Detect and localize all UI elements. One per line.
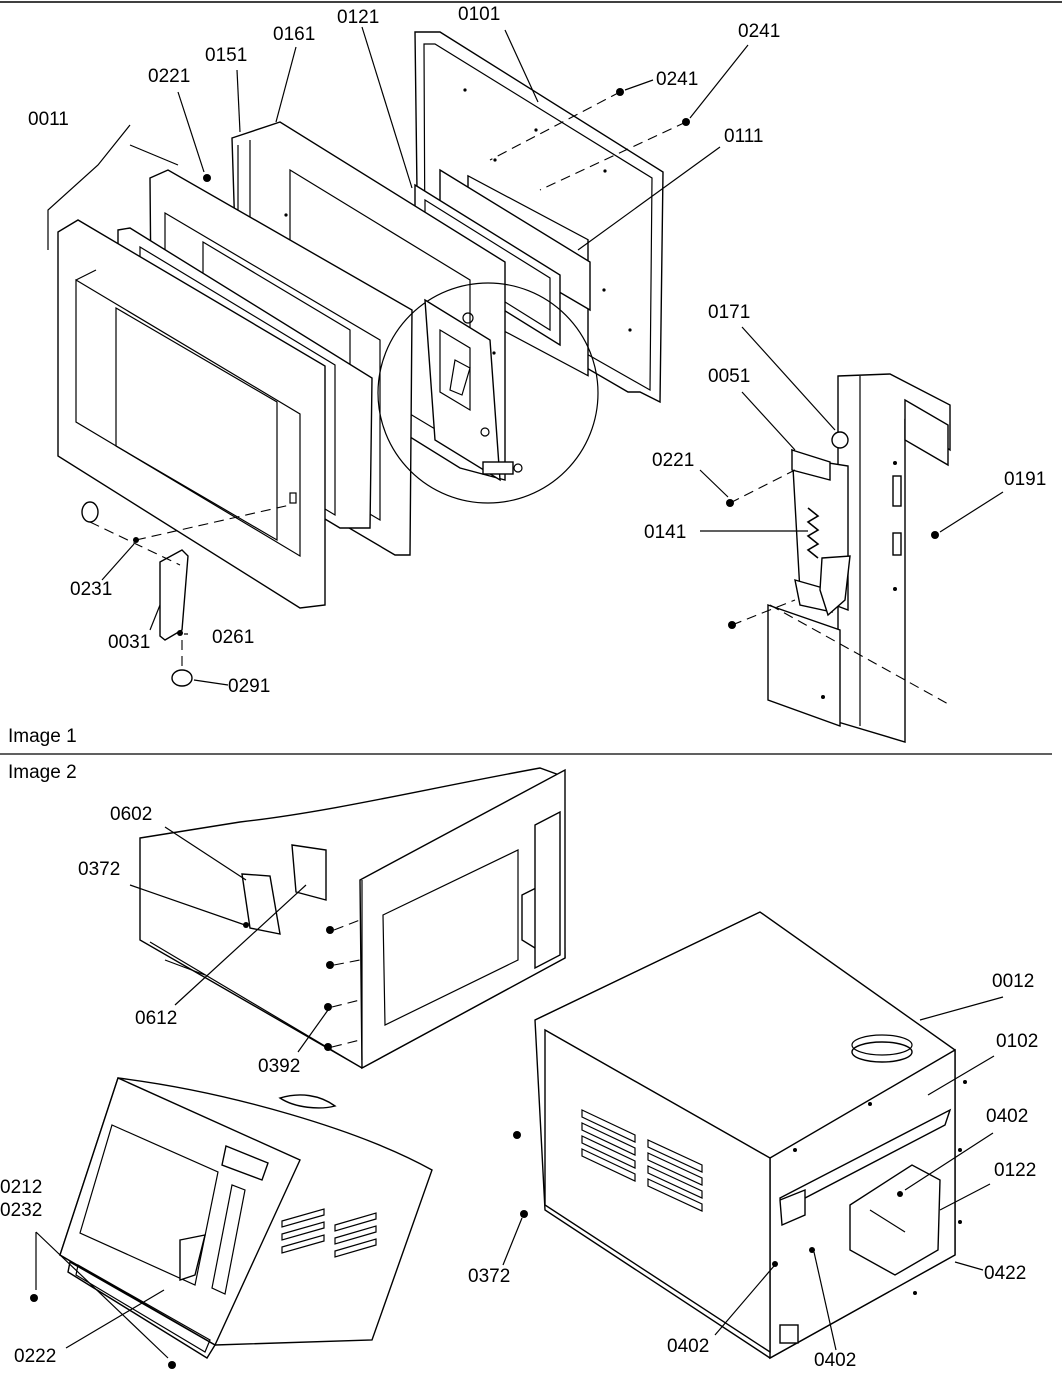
label-0221-top: 0221	[148, 66, 190, 87]
label-0372-side: 0372	[78, 859, 120, 880]
caption-image-2: Image 2	[8, 762, 77, 783]
label-0171: 0171	[708, 302, 750, 323]
label-0212: 0212	[0, 1177, 42, 1198]
door-assembly-exploded	[57, 31, 690, 687]
latch-detail-callout	[377, 282, 599, 504]
label-0232: 0232	[0, 1200, 42, 1221]
screw-0392-a	[326, 926, 334, 934]
screw-0372-side	[243, 922, 249, 928]
label-0151: 0151	[205, 45, 247, 66]
door-cap-lower	[171, 669, 193, 687]
label-0011: 0011	[28, 109, 69, 130]
label-0231: 0231	[70, 579, 112, 600]
screw-0221-upper	[203, 174, 211, 182]
label-0121: 0121	[337, 7, 379, 28]
label-0372-rear: 0372	[468, 1266, 510, 1287]
label-0402-top: 0402	[986, 1106, 1028, 1127]
door-cap-upper	[81, 501, 99, 523]
door-handle-latch	[159, 549, 189, 641]
screw-0392-d	[324, 1043, 332, 1051]
label-0111: 0111	[724, 126, 763, 147]
screw-rear-left	[513, 1131, 521, 1139]
label-0241-b: 0241	[738, 21, 780, 42]
screw-0232	[30, 1294, 38, 1302]
leader-lines	[47, 26, 1004, 1351]
label-0031: 0031	[108, 632, 150, 653]
screw-0392-b	[326, 961, 334, 969]
latch-roller	[831, 431, 849, 449]
exhaust-duct	[851, 1041, 913, 1063]
label-0241-a: 0241	[656, 69, 698, 90]
screw-0191	[931, 531, 939, 539]
label-0402-left: 0402	[667, 1336, 709, 1357]
label-0291: 0291	[228, 676, 270, 697]
screw-0392-c	[324, 1003, 332, 1011]
label-0222: 0222	[14, 1346, 56, 1367]
screw-0261	[177, 630, 183, 636]
label-0191: 0191	[1004, 469, 1046, 490]
vent-slots-front	[281, 1208, 377, 1258]
label-0161: 0161	[273, 24, 315, 45]
label-0122: 0122	[994, 1160, 1036, 1181]
oven-rear-view	[513, 911, 967, 1360]
door-front-panel	[57, 219, 326, 609]
screw-0372-rear	[520, 1210, 528, 1218]
latch-assembly	[726, 373, 951, 743]
oven-front-view	[30, 1077, 433, 1369]
label-0422: 0422	[984, 1263, 1026, 1284]
vent-slots-rear	[581, 1109, 703, 1212]
part-labels: 0101 0121 0161 0151 0221 0011 0241 0241 …	[0, 4, 1046, 1371]
label-0392: 0392	[258, 1056, 300, 1077]
label-0261: 0261	[212, 627, 254, 648]
label-0402-right: 0402	[814, 1350, 856, 1371]
cabinet-side-view	[139, 767, 566, 1070]
label-0012: 0012	[992, 971, 1034, 992]
caption-image-1: Image 1	[8, 726, 77, 747]
label-0101: 0101	[458, 4, 500, 25]
label-0612: 0612	[135, 1008, 177, 1029]
screw-0222	[168, 1361, 176, 1369]
label-0141: 0141	[644, 522, 686, 543]
label-0602: 0602	[110, 804, 152, 825]
label-0102: 0102	[996, 1031, 1038, 1052]
label-0221-latch: 0221	[652, 450, 694, 471]
label-0051: 0051	[708, 366, 750, 387]
